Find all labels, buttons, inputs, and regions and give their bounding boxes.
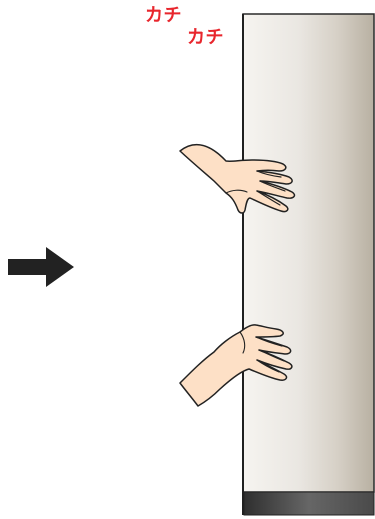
vertical-panel <box>242 13 375 516</box>
right-arrow-icon <box>8 247 78 287</box>
click-sound-text-1: カチ <box>145 5 182 26</box>
click-sound-text-2: カチ <box>187 27 224 48</box>
hand-icon <box>179 324 293 407</box>
hand-icon <box>179 143 296 214</box>
